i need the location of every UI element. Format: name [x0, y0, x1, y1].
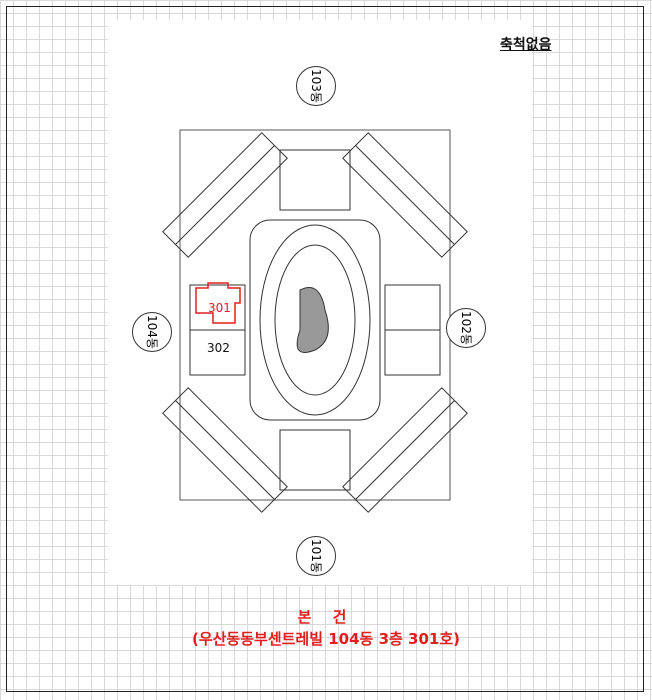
wing-sw — [162, 387, 288, 513]
wing-nw — [162, 132, 288, 258]
courtyard-oval — [259, 224, 371, 416]
central-building-north — [279, 149, 351, 211]
building-103-label: 103동 — [296, 66, 336, 106]
building-101-label: 101동 — [296, 536, 336, 576]
page-border — [6, 6, 644, 692]
central-building-south — [279, 429, 351, 491]
unit-302-label: 302 — [207, 341, 230, 355]
building-104-label: 104동 — [132, 312, 172, 352]
central-plaza — [249, 219, 381, 421]
wing-ne — [342, 132, 468, 258]
caption-title: 본 건 — [297, 608, 355, 626]
unit-301-label: 301 — [208, 301, 231, 315]
caption-subtitle: (우산동동부센트레빌 104동 3층 301호) — [191, 630, 461, 648]
pond — [296, 287, 329, 353]
subject-unit-outline — [195, 282, 241, 324]
scale-note: 축척없음 — [500, 37, 552, 53]
wing-se — [342, 387, 468, 513]
building-102-label: 102동 — [446, 308, 486, 348]
